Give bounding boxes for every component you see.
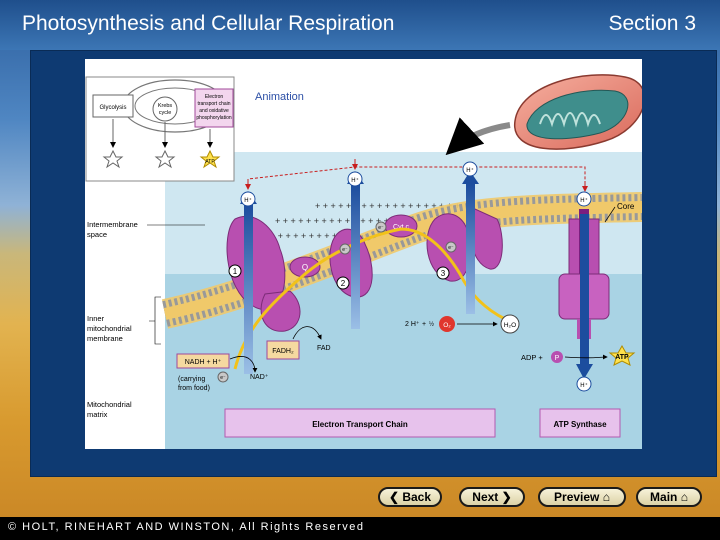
next-button-label: Next	[472, 490, 499, 504]
slide-title: Photosynthesis and Cellular Respiration	[22, 12, 395, 35]
etc-caption: Electron Transport Chain	[312, 420, 408, 429]
footer-bar: © HOLT, RINEHART AND WINSTON, All Rights…	[0, 517, 720, 540]
electron-marker-1: e⁻	[342, 247, 348, 253]
animation-link[interactable]: Animation	[255, 91, 304, 103]
copyright-text: © HOLT, RINEHART AND WINSTON, All Rights…	[8, 521, 365, 533]
inset-atp: ATP	[205, 159, 215, 165]
h2o-label: H₂O	[504, 322, 516, 329]
core-label: Core	[617, 202, 635, 211]
adp-label: ADP +	[521, 353, 543, 362]
next-arrow-icon: ❯	[498, 490, 512, 504]
proton-dashed-path	[247, 166, 586, 189]
nad-label: NAD⁺	[250, 374, 269, 381]
title-bar: Photosynthesis and Cellular Respiration …	[0, 0, 720, 50]
hplus-5: H⁺	[580, 382, 588, 389]
o2-label: O₂	[443, 322, 451, 329]
complex-2	[260, 290, 301, 332]
preview-button-label: Preview	[554, 490, 600, 504]
synthase-caption: ATP Synthase	[553, 420, 607, 429]
mitochondrion-illustration	[445, 74, 646, 156]
fadh2-box	[266, 340, 300, 360]
plus-sign: +	[422, 321, 426, 328]
back-button[interactable]: ❮ Back	[378, 487, 442, 507]
phosphate-molecule	[551, 351, 563, 363]
matrix-label-1: Mitochondrial	[87, 400, 132, 409]
q-label: Q	[302, 263, 308, 272]
complex-4	[426, 208, 503, 282]
intermembrane-label-1: Intermembrane	[87, 220, 138, 229]
back-button-label: Back	[402, 490, 432, 504]
o2-molecule	[439, 316, 455, 332]
back-arrow-icon: ❮	[388, 490, 403, 504]
cyt-c-label: Cyt c	[393, 224, 409, 231]
atp-burst	[608, 344, 636, 366]
fadh2-label: FADH₂	[272, 348, 294, 355]
inner-membrane-label-1: Inner	[87, 314, 105, 323]
half-sign: ½	[429, 321, 434, 328]
preview-home-icon: ⌂	[599, 490, 610, 504]
electron-marker-4: e⁻	[220, 375, 226, 381]
etc-diagram: Glycolysis Krebs cycle Electron transpor…	[85, 59, 646, 449]
h2o-molecule	[500, 314, 520, 334]
inner-membrane-label-2: mitochondrial	[87, 324, 132, 333]
step-1: 1	[233, 267, 238, 276]
q-carrier	[289, 256, 321, 278]
svg-text:+ + + + + + + + + + + + + + +: + + + + + + + + + + + + + + + + + + +	[315, 201, 460, 211]
section-label: Section 3	[608, 12, 696, 35]
cellular-respiration-inset: Glycolysis Krebs cycle Electron transpor…	[85, 76, 235, 182]
step-3: 3	[441, 269, 446, 278]
nadh-label: NADH + H⁺	[185, 359, 222, 366]
inset-etc-3: and oxidative	[199, 108, 229, 114]
electron-marker-2: e⁻	[378, 225, 384, 231]
carrying-label-1: (carrying	[178, 376, 205, 383]
main-home-icon: ⌂	[677, 490, 688, 504]
atp-label: ATP	[615, 354, 629, 361]
etc-caption-box	[224, 408, 496, 438]
fad-label: FAD	[317, 345, 331, 352]
synthase-caption-box	[539, 408, 621, 438]
inset-krebs-2: cycle	[159, 110, 172, 116]
hplus-3: H⁺	[466, 167, 474, 174]
electron-marker-3: e⁻	[448, 245, 454, 251]
inset-etc-2: transport chain	[197, 101, 230, 107]
step-2: 2	[341, 279, 346, 288]
main-button-label: Main	[650, 490, 678, 504]
next-button[interactable]: Next ❯	[459, 487, 525, 507]
inset-etc-1: Electron	[205, 94, 224, 100]
nadh-box	[176, 353, 230, 369]
phosphate-label: P	[555, 355, 560, 362]
intermembrane-label-2: space	[87, 230, 107, 239]
inner-membrane-label-3: membrane	[87, 334, 123, 343]
carrying-label-2: from food)	[178, 385, 210, 392]
matrix-label-2: matrix	[87, 410, 108, 419]
inset-etc-4: phosphorylation	[196, 115, 232, 121]
main-button[interactable]: Main ⌂	[636, 487, 702, 507]
two-h-label: 2 H⁺	[405, 321, 420, 328]
inset-glycolysis: Glycolysis	[99, 105, 126, 111]
inset-krebs-1: Krebs	[158, 103, 173, 109]
hplus-4: H⁺	[580, 197, 588, 204]
hplus-1: H⁺	[244, 197, 252, 204]
hplus-2: H⁺	[351, 177, 359, 184]
preview-button[interactable]: Preview ⌂	[538, 487, 626, 507]
